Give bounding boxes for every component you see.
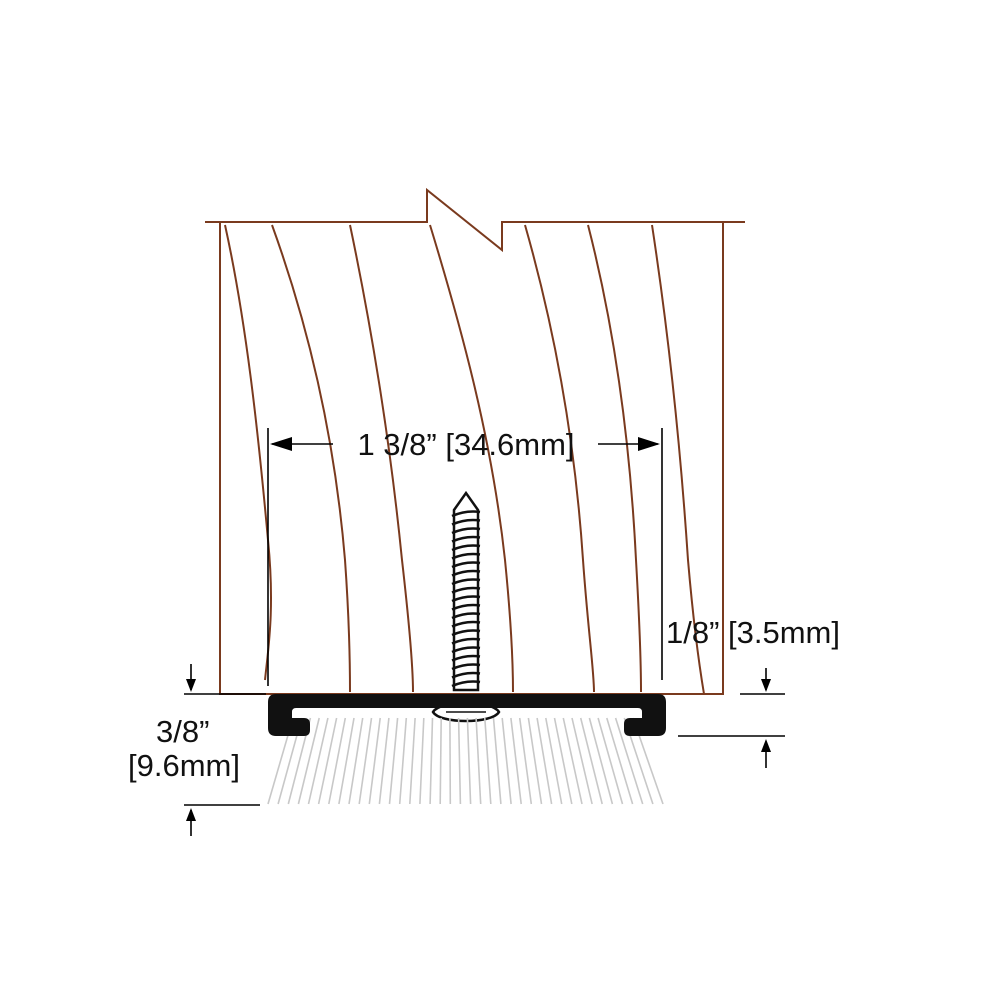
- bristle: [368, 717, 381, 805]
- bristle: [527, 717, 543, 805]
- width-arrow-left: [270, 437, 292, 451]
- bristle: [358, 717, 373, 805]
- bristle: [501, 717, 512, 805]
- screw-thread: [451, 603, 481, 611]
- brush-bristles: [267, 717, 664, 805]
- thickness-arrow-bottom: [761, 739, 771, 752]
- width-arrow-right: [638, 437, 660, 451]
- bristle: [307, 717, 329, 805]
- bristle: [429, 717, 434, 805]
- bristle: [562, 717, 583, 805]
- screw-thread: [451, 646, 481, 654]
- brush-label-line1: 3/8”: [156, 714, 209, 749]
- bristle: [317, 717, 338, 805]
- screw-thread: [451, 535, 481, 543]
- bristle: [475, 717, 482, 805]
- screw-thread: [451, 561, 481, 569]
- wood-grain: [224, 224, 705, 695]
- bristle: [398, 717, 408, 805]
- width-label: 1 3/8” [34.6mm]: [357, 427, 574, 462]
- bristle: [510, 717, 522, 805]
- screw-thread: [451, 586, 481, 594]
- screw-thread: [451, 637, 481, 645]
- screw-thread: [451, 620, 481, 628]
- thickness-arrow-top: [761, 679, 771, 692]
- screw-thread: [451, 518, 481, 526]
- bristle: [545, 717, 563, 805]
- bristle: [338, 717, 355, 805]
- screw-thread: [451, 654, 481, 662]
- bristle: [571, 717, 593, 805]
- sweep-carrier: [268, 694, 666, 736]
- bristle: [553, 717, 573, 805]
- thickness-label: 1/8” [3.5mm]: [666, 615, 840, 650]
- screw-thread: [451, 544, 481, 552]
- bristle: [348, 717, 364, 805]
- bristle: [606, 717, 634, 805]
- brush-dimension: 3/8” [9.6mm]: [128, 664, 266, 836]
- screw-thread: [451, 569, 481, 577]
- bristle: [588, 717, 614, 805]
- bristle: [388, 717, 399, 805]
- brush-arrow-bottom: [186, 808, 196, 821]
- bristle: [439, 717, 442, 805]
- screw-thread: [451, 663, 481, 671]
- screw-thread: [451, 527, 481, 535]
- bristle: [297, 717, 320, 805]
- bristle: [466, 717, 472, 805]
- screw-thread: [451, 671, 481, 679]
- thickness-dimension: 1/8” [3.5mm]: [666, 615, 840, 768]
- wood-door: [205, 187, 745, 695]
- screw-thread: [451, 612, 481, 620]
- screw-thread: [451, 595, 481, 603]
- bristle: [614, 717, 644, 805]
- bristle: [457, 717, 462, 805]
- bristle: [492, 717, 502, 805]
- bristle: [518, 717, 533, 805]
- bristle: [328, 717, 347, 805]
- bristle: [378, 717, 390, 805]
- brush-label-line2: [9.6mm]: [128, 748, 240, 783]
- screw: [431, 490, 501, 723]
- screw-thread: [451, 510, 481, 518]
- screw-thread: [451, 629, 481, 637]
- screw-thread: [451, 578, 481, 586]
- width-dimension: 1 3/8” [34.6mm]: [267, 427, 663, 686]
- bristle: [536, 717, 553, 805]
- screw-thread: [451, 552, 481, 560]
- bristle: [409, 717, 416, 805]
- door-top-edge-break: [205, 187, 745, 253]
- bristle: [419, 717, 425, 805]
- screw-thread: [451, 680, 481, 688]
- bristle: [579, 717, 603, 805]
- bristle: [597, 717, 624, 805]
- brush-arrow-top: [186, 679, 196, 692]
- bristle: [484, 717, 492, 805]
- screw-threads: [451, 510, 481, 688]
